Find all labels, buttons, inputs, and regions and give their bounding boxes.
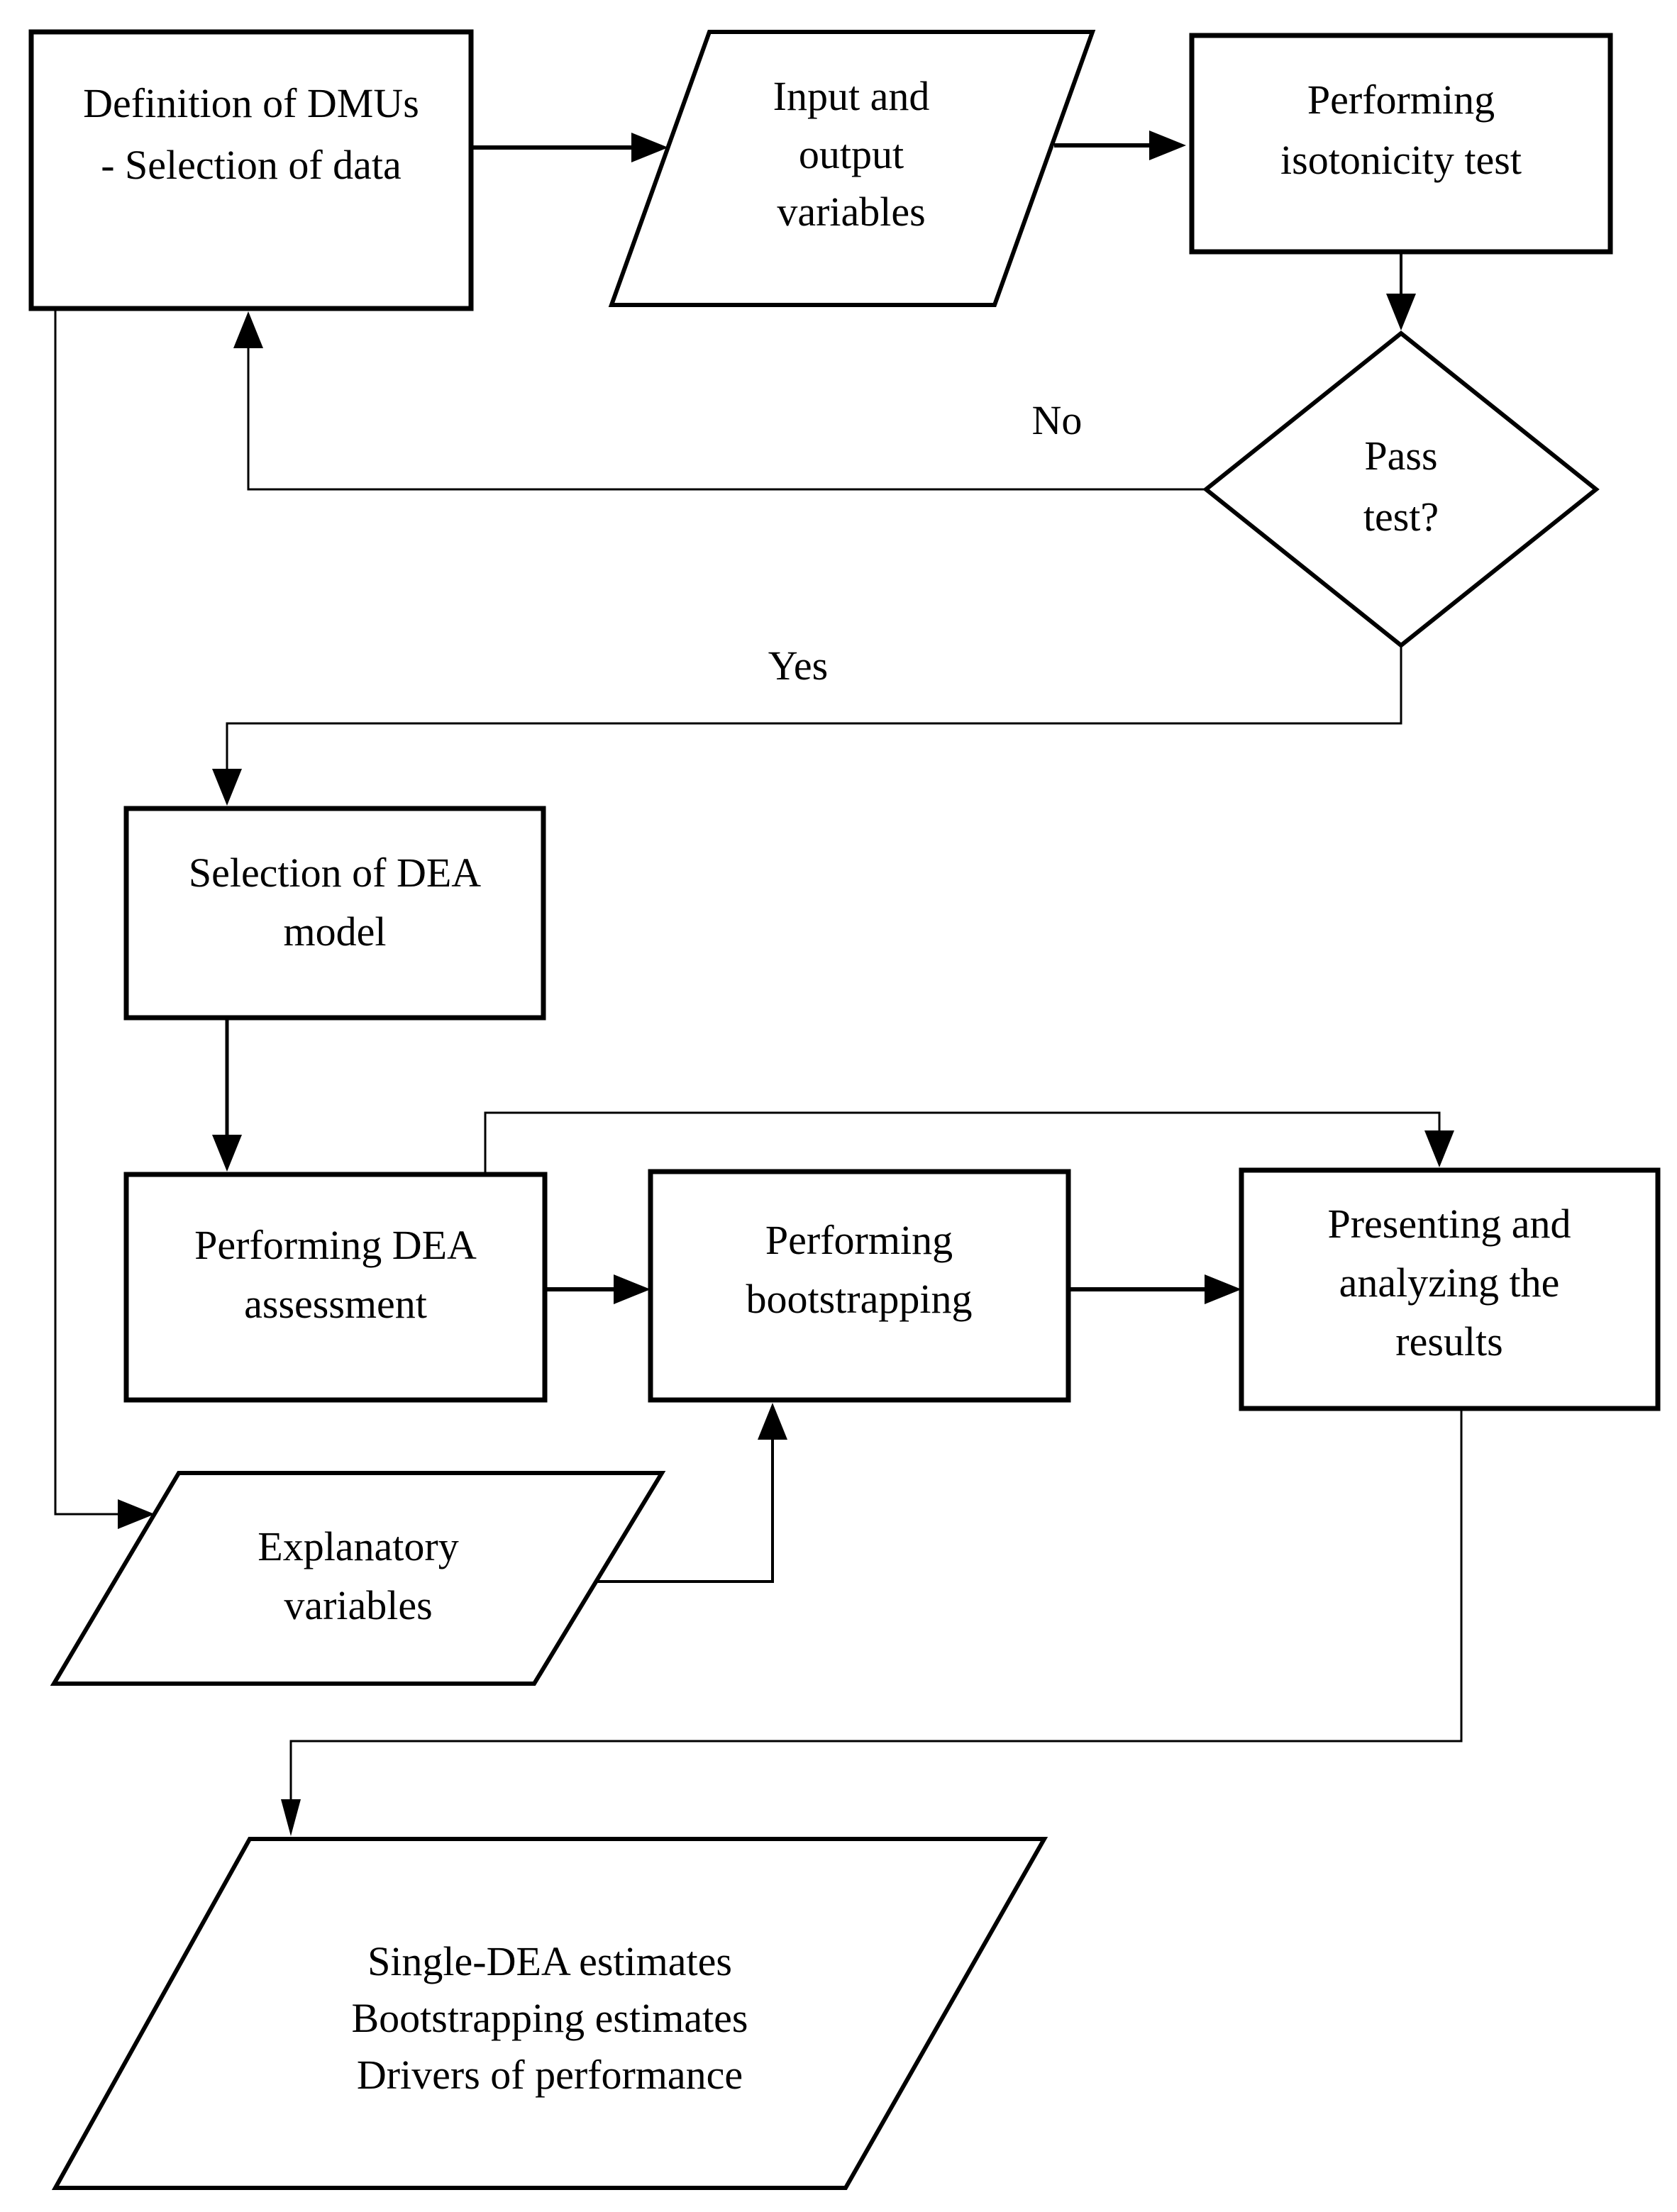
node-dea-model-label-line1: Selection of DEA — [189, 850, 481, 896]
node-io-variables-label-line1: Input and — [773, 73, 930, 119]
node-bootstrapping-box — [648, 1169, 1071, 1403]
node-pass-test-label-line1: Pass — [1364, 433, 1437, 479]
node-definition-box — [28, 29, 474, 311]
node-bootstrapping-label-line1: Performing — [765, 1217, 953, 1263]
node-presenting-label-line3: results — [1395, 1318, 1502, 1365]
node-bootstrapping-label-line2: bootstrapping — [746, 1276, 973, 1322]
connector-no-branch — [247, 345, 1206, 491]
arrowhead-explanatory-to-bootstrapping — [758, 1403, 787, 1440]
node-outputs-parallelogram — [51, 1837, 1048, 2190]
node-pass-test-label-line2: test? — [1363, 494, 1439, 540]
node-dea-model-label-line2: model — [284, 908, 387, 955]
edge-label-no: No — [1032, 397, 1083, 443]
arrowhead-isotonicity-to-passtest — [1386, 294, 1416, 330]
node-presenting-box — [1239, 1167, 1661, 1411]
node-explanatory-label-line2: variables — [284, 1582, 432, 1628]
node-definition-label-line2: - Selection of data — [101, 142, 402, 188]
node-dea-model-box — [123, 806, 546, 1021]
node-explanatory-label-line1: Explanatory — [258, 1523, 458, 1569]
connector-yes-branch — [226, 645, 1402, 772]
node-presenting-label-line2: analyzing the — [1339, 1260, 1560, 1306]
edge-label-yes: Yes — [768, 643, 828, 689]
connector-explanatory-to-bootstrapping — [596, 1437, 774, 1583]
node-outputs-label-line1: Single-DEA estimates — [367, 1938, 732, 1984]
arrowhead-yes-branch — [212, 769, 242, 806]
node-isotonicity-label-line1: Performing — [1307, 77, 1495, 123]
node-io-variables-parallelogram — [608, 30, 1096, 307]
arrowhead-definition-to-explanatory — [118, 1499, 155, 1529]
node-pass-test-diamond — [1202, 330, 1600, 648]
arrowhead-definition-to-io — [631, 133, 668, 162]
connector-presenting-to-outputs — [289, 1408, 1463, 1802]
connector-assessment-top-to-presenting — [484, 1111, 1441, 1174]
arrowhead-assessment-to-bootstrapping — [614, 1274, 651, 1304]
node-explanatory-parallelogram — [50, 1471, 666, 1686]
node-isotonicity-label-line2: isotonicity test — [1280, 137, 1522, 183]
arrowhead-io-to-isotonicity — [1149, 130, 1186, 160]
node-dea-assessment-box — [123, 1172, 548, 1403]
node-dea-assessment-label-line2: assessment — [244, 1281, 427, 1327]
connector-definition-to-explanatory — [54, 309, 121, 1516]
node-io-variables-label-line3: variables — [777, 189, 925, 235]
node-dea-assessment-label-line1: Performing DEA — [194, 1222, 477, 1268]
arrowhead-presenting-to-outputs — [281, 1799, 301, 1836]
arrowhead-bootstrapping-to-presenting — [1205, 1274, 1241, 1304]
node-outputs-label-line3: Drivers of performance — [357, 2052, 743, 2098]
node-outputs-label-line2: Bootstrapping estimates — [352, 1995, 748, 2041]
node-io-variables-label-line2: output — [799, 131, 904, 177]
arrowhead-no-branch — [233, 311, 263, 348]
node-presenting-label-line1: Presenting and — [1327, 1201, 1571, 1247]
arrowhead-deamodel-to-assessment — [212, 1135, 242, 1172]
arrowhead-assessment-top-to-presenting — [1424, 1130, 1454, 1167]
node-definition-label-line1: Definition of DMUs — [83, 80, 419, 126]
node-isotonicity-box — [1189, 33, 1613, 255]
